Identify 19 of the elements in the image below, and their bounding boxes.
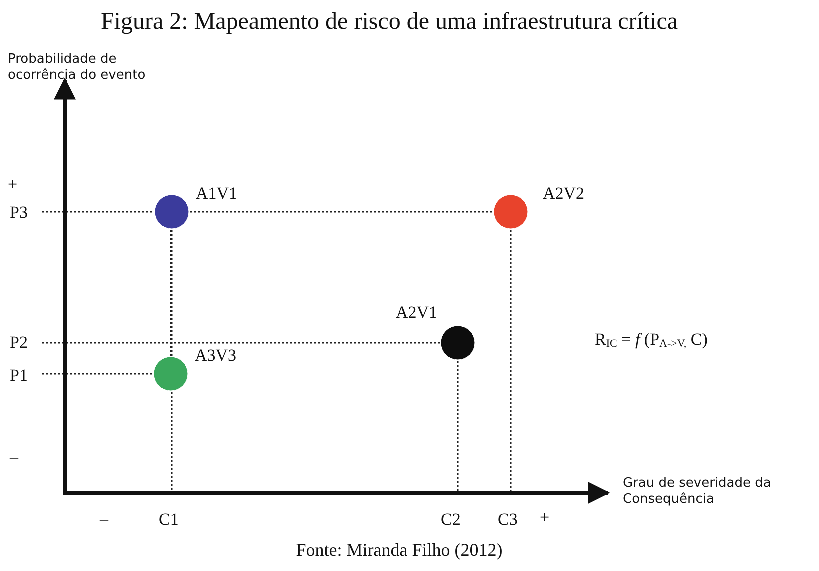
axis-tick-label: C1	[159, 510, 179, 529]
point-label: A2V2	[543, 184, 585, 203]
axis-tick-label: P2	[10, 333, 28, 352]
axis-tick-label: +	[540, 508, 550, 527]
axis-title: Probabilidade de ocorrência do evento	[8, 52, 147, 84]
axis-tick-label: P3	[10, 203, 28, 222]
axis-tick-label: C2	[441, 510, 461, 529]
axis-title: Grau de severidade da Consequência	[623, 476, 772, 508]
axis-tick-label: C3	[498, 510, 518, 529]
axis-tick-label: P1	[10, 366, 28, 385]
axis-tick-label: –	[10, 448, 18, 467]
axis-tick-label: +	[8, 175, 18, 194]
point-label: A2V1	[396, 303, 438, 322]
axis-tick-label: –	[100, 510, 108, 529]
point-label: A1V1	[196, 184, 238, 203]
figure-title: Figura 2: Mapeamento de risco de uma infraestrutura crítica	[100, 8, 680, 36]
source-caption: Fonte: Miranda Filho (2012)	[295, 541, 504, 560]
formula: R$_{IC}$ = f (P$_{A->V,}$ C)	[595, 330, 708, 352]
point-label: A3V3	[195, 346, 237, 365]
